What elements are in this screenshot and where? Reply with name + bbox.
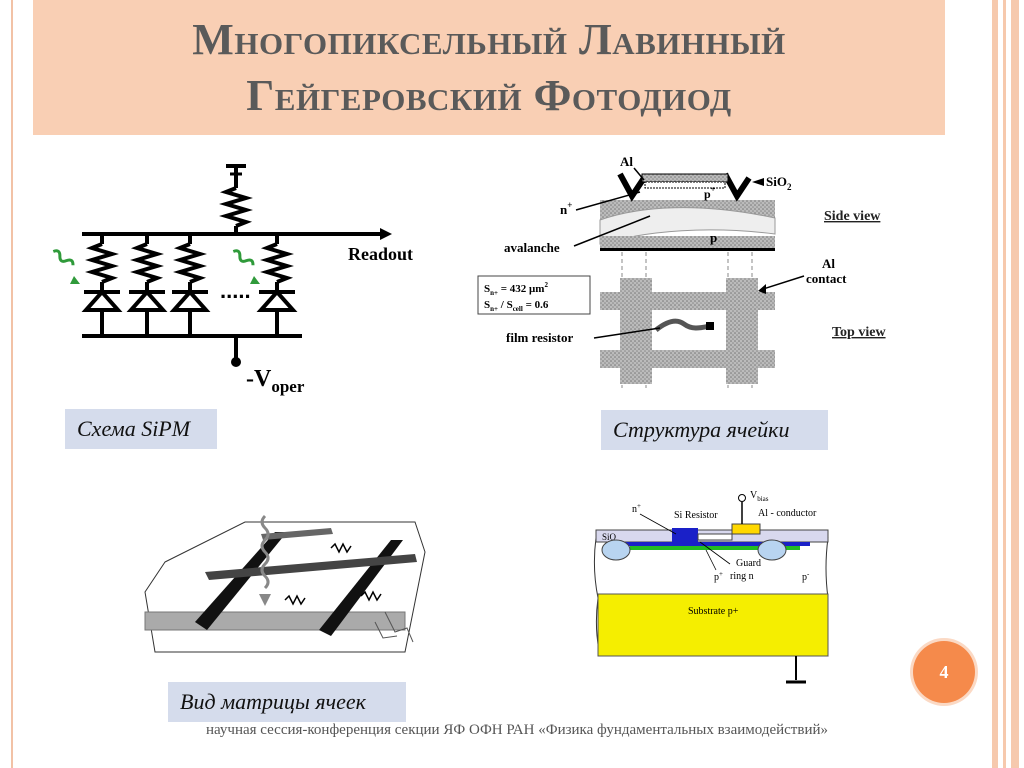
si-resistor — [672, 528, 698, 542]
caption-matrix-view: Вид матрицы ячеек — [168, 682, 406, 722]
label-al: Al — [620, 154, 633, 169]
al-contact-left — [617, 172, 647, 202]
label-al-conductor: Al - conductor — [758, 508, 817, 519]
cell-structure-diagram: Al SiO2 n+ p+ p Side view avalanche Al c… — [477, 154, 886, 388]
matrix-strip — [195, 532, 287, 630]
label-ring: ring n — [730, 571, 754, 582]
label-al-contact: Al — [822, 256, 835, 271]
film-resistor-shape — [654, 318, 711, 332]
pixel-column-4 — [256, 234, 298, 336]
label-v-bias: Vbias — [750, 490, 769, 503]
right-stripe-1 — [992, 0, 998, 768]
ellipsis-dots: ..... — [220, 278, 251, 303]
cell-matrix-3d-sketch — [144, 514, 426, 653]
page-number-badge: 4 — [913, 641, 975, 703]
pixel-column-1 — [81, 234, 123, 336]
label-guard: Guard — [736, 558, 761, 569]
left-border-line — [11, 0, 13, 768]
matrix-strip — [261, 528, 333, 540]
label-n-plus: n+ — [560, 200, 572, 217]
top-view-bar — [600, 292, 775, 310]
substrate-p-plus — [597, 593, 829, 657]
slide-title-line-2: Гейгеровский Фотодиод — [246, 70, 732, 120]
slide-title-line-1: Многопиксельный Лавинный — [192, 14, 786, 64]
label-sio2: SiO2 — [766, 174, 792, 192]
top-view-bar — [600, 350, 775, 368]
guard-ring-n — [630, 544, 800, 550]
label-si-resistor: Si Resistor — [674, 510, 718, 521]
right-stripe-3 — [1011, 0, 1019, 768]
label-p-plus: p+ — [714, 570, 723, 583]
label-al-contact-2: contact — [806, 271, 847, 286]
cell-cross-section-diagram: n+ Si Resistor Vbias Al - conductor SiO … — [593, 490, 829, 684]
side-view-p-region — [600, 236, 775, 250]
area-formula-line-2: Sn+ / Scell = 0.6 — [484, 299, 549, 313]
label-film-resistor: film resistor — [506, 330, 573, 345]
footer-text: научная сессия-конференция секции ЯФ ОФН… — [205, 722, 828, 738]
sipm-circuit-diagram: ..... Readout -Voper — [52, 164, 413, 396]
pixel-column-3 — [169, 234, 211, 336]
side-view-depletion — [599, 207, 776, 245]
label-n-plus: n+ — [632, 502, 641, 515]
matrix-strip — [205, 554, 417, 580]
photon-arrow-icon — [232, 249, 260, 284]
pixel-column-2 — [126, 234, 168, 336]
label-p-plus: p+ — [704, 185, 716, 201]
readout-label: Readout — [348, 244, 413, 264]
caption-sipm-scheme: Схема SiPM — [65, 409, 217, 449]
label-p-minus: p- — [802, 570, 810, 583]
photon-arrow-icon — [259, 514, 271, 606]
label-sio2: SiO — [602, 532, 617, 542]
right-stripe-2 — [1003, 0, 1006, 768]
label-p: p — [710, 230, 717, 245]
label-substrate: Substrate p+ — [688, 606, 739, 617]
top-electrode — [641, 173, 729, 183]
photon-arrow-icon — [52, 249, 80, 284]
area-formula-line-1: Sn+ = 432 μm2 — [484, 281, 548, 297]
label-avalanche: avalanche — [504, 240, 560, 255]
title-banner: Многопиксельный Лавинный Гейгеровский Фо… — [33, 0, 945, 135]
side-view-substrate-line — [600, 248, 775, 251]
al-conductor — [731, 523, 761, 535]
substrate-bar — [144, 611, 406, 631]
label-top-view: Top view — [832, 325, 886, 340]
n-plus-layer — [644, 181, 726, 189]
area-ratio-box: Sn+ = 432 μm2 Sn+ / Scell = 0.6 — [477, 275, 591, 315]
voltage-label: -Voper — [246, 366, 305, 396]
al-contact-right — [722, 172, 752, 202]
caption-cell-structure: Структура ячейки — [601, 410, 828, 450]
label-side-view: Side view — [824, 209, 881, 224]
